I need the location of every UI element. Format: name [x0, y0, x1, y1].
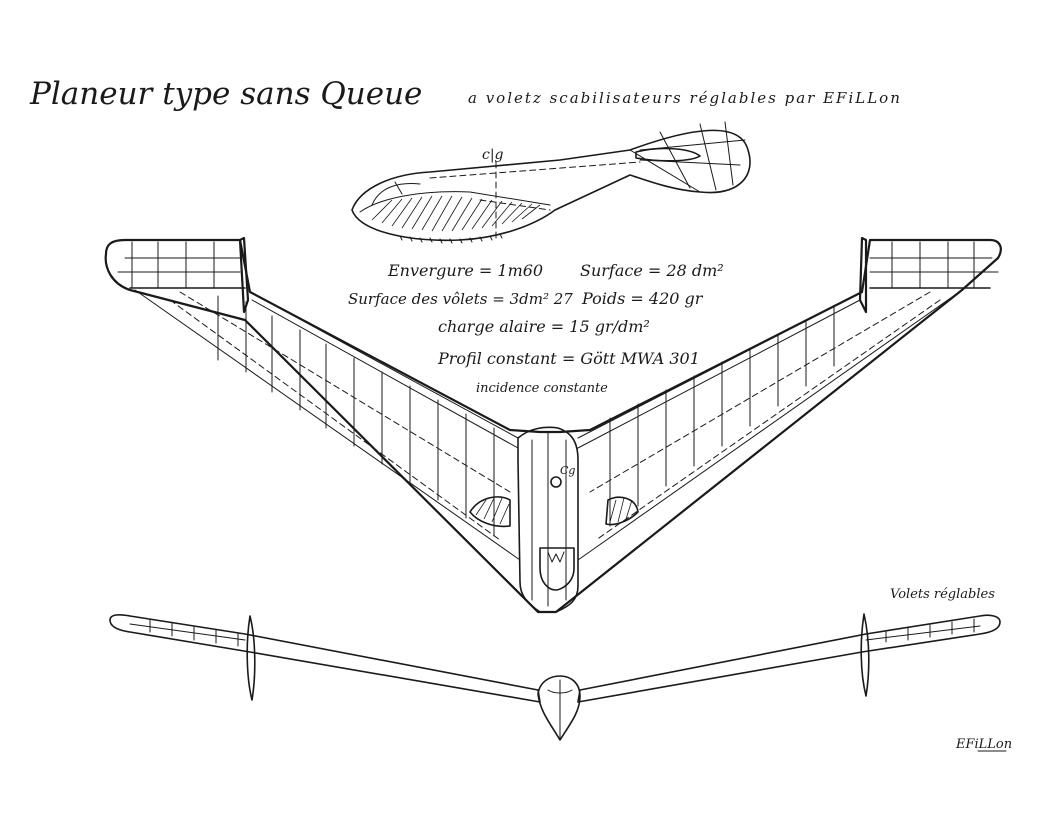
right-tip-grid — [869, 241, 999, 289]
spec-envergure: Envergure = 1m60 — [387, 261, 543, 280]
plan-view: Cg — [104, 236, 1002, 614]
spec-incidence: incidence constante — [476, 381, 608, 396]
left-tip-grid — [117, 241, 241, 289]
spec-profil: Profil constant = Gött MWA 301 — [437, 349, 700, 368]
perspective-view: c|g — [351, 121, 751, 244]
spec-poids: Poids = 420 gr — [581, 289, 704, 308]
right-wing-ribs — [609, 305, 835, 527]
cg-perspective-label: c|g — [482, 147, 504, 163]
left-flap-hatch — [475, 497, 510, 525]
spec-surface-volets: Surface des vôlets = 3dm² 27 — [348, 290, 573, 308]
spec-surface: Surface = 28 dm² — [580, 261, 724, 280]
perspective-hatching — [371, 195, 541, 232]
title-sub: a voletz scabilisateurs réglables par EF… — [468, 89, 902, 107]
cg-plan-label: Cg — [560, 464, 575, 477]
signature: EFiLLon — [955, 737, 1012, 752]
title-main: Planeur type sans Queue — [29, 76, 422, 112]
right-flap-hatch — [609, 497, 633, 523]
front-view — [109, 613, 1001, 741]
volets-label: Volets réglables — [890, 587, 995, 602]
spec-charge: charge alaire = 15 gr/dm² — [438, 317, 650, 336]
specifications: Envergure = 1m60 Surface = 28 dm² Surfac… — [348, 261, 724, 396]
